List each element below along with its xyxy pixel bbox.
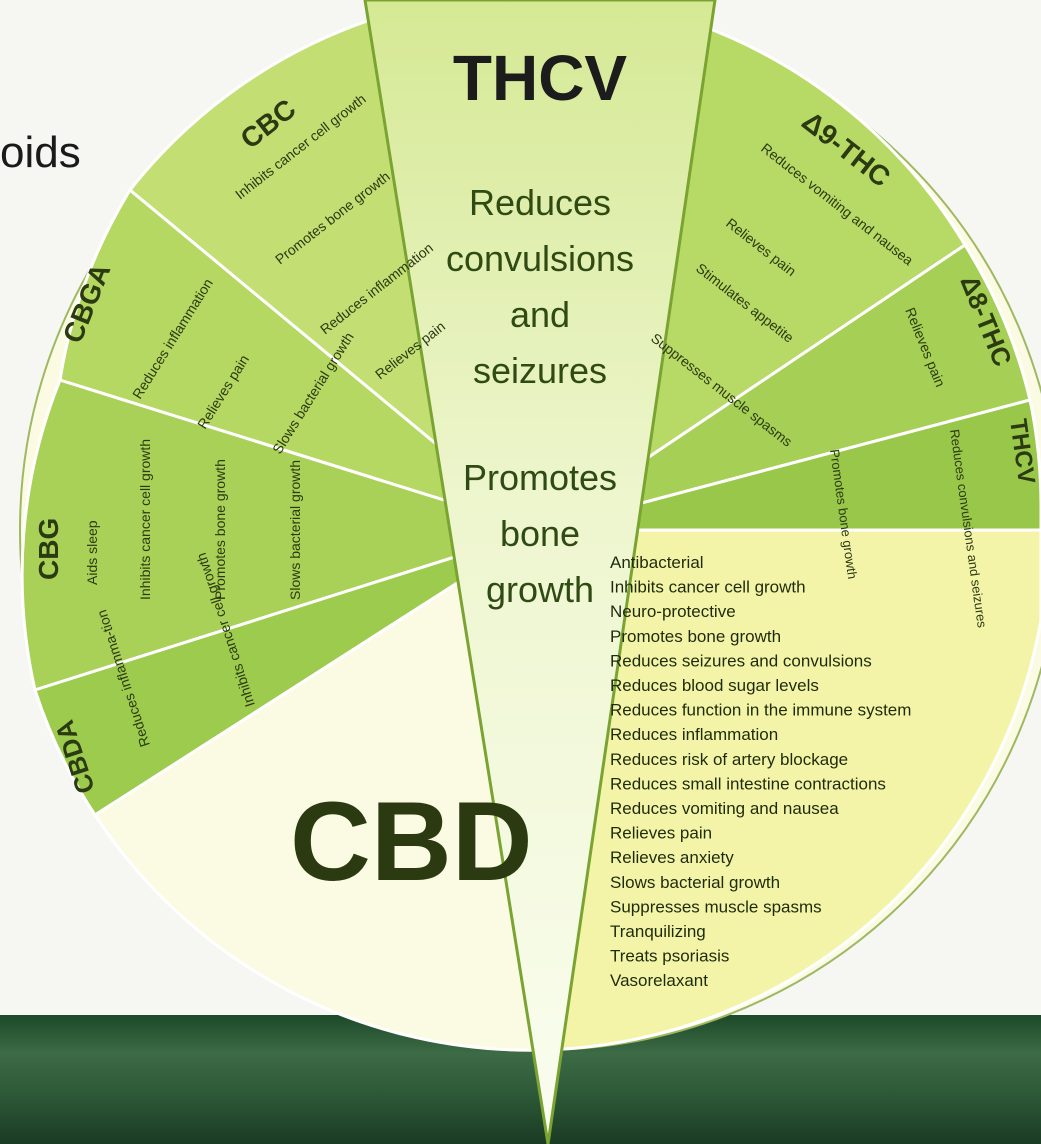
cbd-effect-item: Reduces seizures and convulsions xyxy=(610,651,872,670)
cbd-effect-item: Treats psoriasis xyxy=(610,947,729,966)
thcv-highlight-line: bone xyxy=(500,513,580,554)
cbd-effect-item: Reduces vomiting and nausea xyxy=(610,799,839,818)
thcv-highlight-line: Promotes xyxy=(463,457,617,498)
cbd-effect-item: Reduces blood sugar levels xyxy=(610,676,819,695)
segment-effect: Aids sleep xyxy=(84,520,100,585)
thcv-highlight-line: and xyxy=(510,294,570,335)
thcv-highlight-line: seizures xyxy=(473,350,607,391)
segment-title-cbg: CBG xyxy=(33,518,64,580)
segment-title-cbd: CBD xyxy=(290,779,533,904)
thcv-highlight-title: THCV xyxy=(453,42,628,114)
cbd-effect-item: Reduces small intestine contractions xyxy=(610,774,886,793)
cbd-effect-item: Antibacterial xyxy=(610,553,704,572)
cbd-effect-item: Promotes bone growth xyxy=(610,627,781,646)
cbd-effect-item: Reduces function in the immune system xyxy=(610,701,911,720)
cbd-effect-item: Reduces inflammation xyxy=(610,725,778,744)
cbd-effect-item: Slows bacterial growth xyxy=(610,873,780,892)
segment-effect: Inhibits cancer cell growth xyxy=(137,439,153,600)
thcv-highlight-line: convulsions xyxy=(446,238,634,279)
cbd-effect-item: Tranquilizing xyxy=(610,922,706,941)
thcv-highlight-line: Reduces xyxy=(469,182,611,223)
cbd-effect-item: Suppresses muscle spasms xyxy=(610,897,822,916)
cbd-effect-item: Neuro-protective xyxy=(610,602,736,621)
cbd-effect-item: Vasorelaxant xyxy=(610,971,708,990)
cbd-effect-item: Relieves pain xyxy=(610,824,712,843)
segment-effect: Slows bacterial growth xyxy=(287,460,303,600)
cbd-effect-item: Inhibits cancer cell growth xyxy=(610,578,806,597)
cbd-effect-item: Reduces risk of artery blockage xyxy=(610,750,848,769)
cbd-effect-item: Relieves anxiety xyxy=(610,848,734,867)
thcv-highlight-line: growth xyxy=(486,569,594,610)
